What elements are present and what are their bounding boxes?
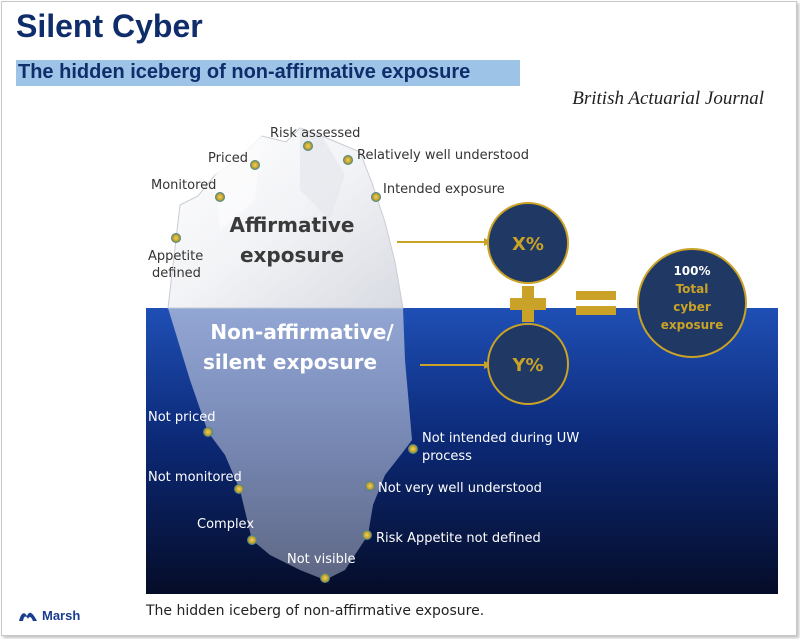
iceberg-facet [215,136,262,230]
dot-monitored [215,192,225,202]
marsh-logo-text: Marsh [42,608,81,623]
label-intended-exposure: Intended exposure [383,182,505,197]
x-percent-circle [487,202,569,284]
page-title: Silent Cyber [16,8,203,44]
dot-relatively-well-understood [343,155,353,165]
label-not-intended: Not intended during UW [422,431,579,446]
label-priced: Priced [208,151,248,166]
label-monitored: Monitored [151,178,216,193]
label-not-visible: Not visible [287,552,355,567]
dot-not-monitored [234,484,244,494]
equals-icon-lower [576,306,616,315]
label-risk-appetite-not-defined: Risk Appetite not defined [376,531,541,546]
affirmative-label: Affirmative [230,213,355,237]
marsh-logo-icon [19,612,37,621]
y-percent-label: Y% [511,355,543,376]
iceberg-submerged [168,308,412,580]
dot-intended-exposure [371,192,381,202]
page-subtitle: The hidden iceberg of non-affirmative ex… [18,61,471,83]
equals-icon [576,291,616,300]
label-not-very-well-understood: Not very well understood [378,481,542,496]
journal-name: British Actuarial Journal [572,88,764,109]
total-percent-label: 100% [673,264,710,278]
silent-label: Non-affirmative/ [210,320,394,344]
marsh-logo: Marsh [18,608,80,623]
subtitle-highlight [16,60,520,86]
exposure-label: exposure [661,318,723,332]
label-relatively-well-understood: Relatively well understood [357,148,529,163]
dot-complex [247,535,257,545]
dot-not-visible [320,573,330,583]
plus-icon-vertical [522,286,534,322]
dot-risk-appetite-not-defined [362,530,372,540]
figure-caption: The hidden iceberg of non-affirmative ex… [146,603,485,619]
dot-not-very-well-understood [365,481,375,491]
total-label: Total [676,282,709,296]
label-appetite: Appetite [148,249,203,264]
below-dots [203,427,418,583]
label-not-monitored: Not monitored [148,470,242,485]
silent-label-line2: silent exposure [203,350,377,374]
dot-not-intended [408,444,418,454]
affirmative-label-line2: exposure [240,243,344,267]
cyber-label: cyber [673,300,711,314]
y-percent-circle [487,323,569,405]
label-not-intended-line2: process [422,449,472,464]
label-risk-assessed: Risk assessed [270,126,360,141]
above-dots [171,141,381,243]
dot-priced [250,160,260,170]
dot-appetite-defined [171,233,181,243]
total-exposure-circle [637,248,747,358]
label-defined: defined [152,266,201,281]
dot-not-priced [203,427,213,437]
label-not-priced: Not priced [148,410,216,425]
dot-risk-assessed [303,141,313,151]
iceberg-facet [300,128,345,220]
x-percent-label: X% [512,234,544,255]
label-complex: Complex [197,517,254,532]
